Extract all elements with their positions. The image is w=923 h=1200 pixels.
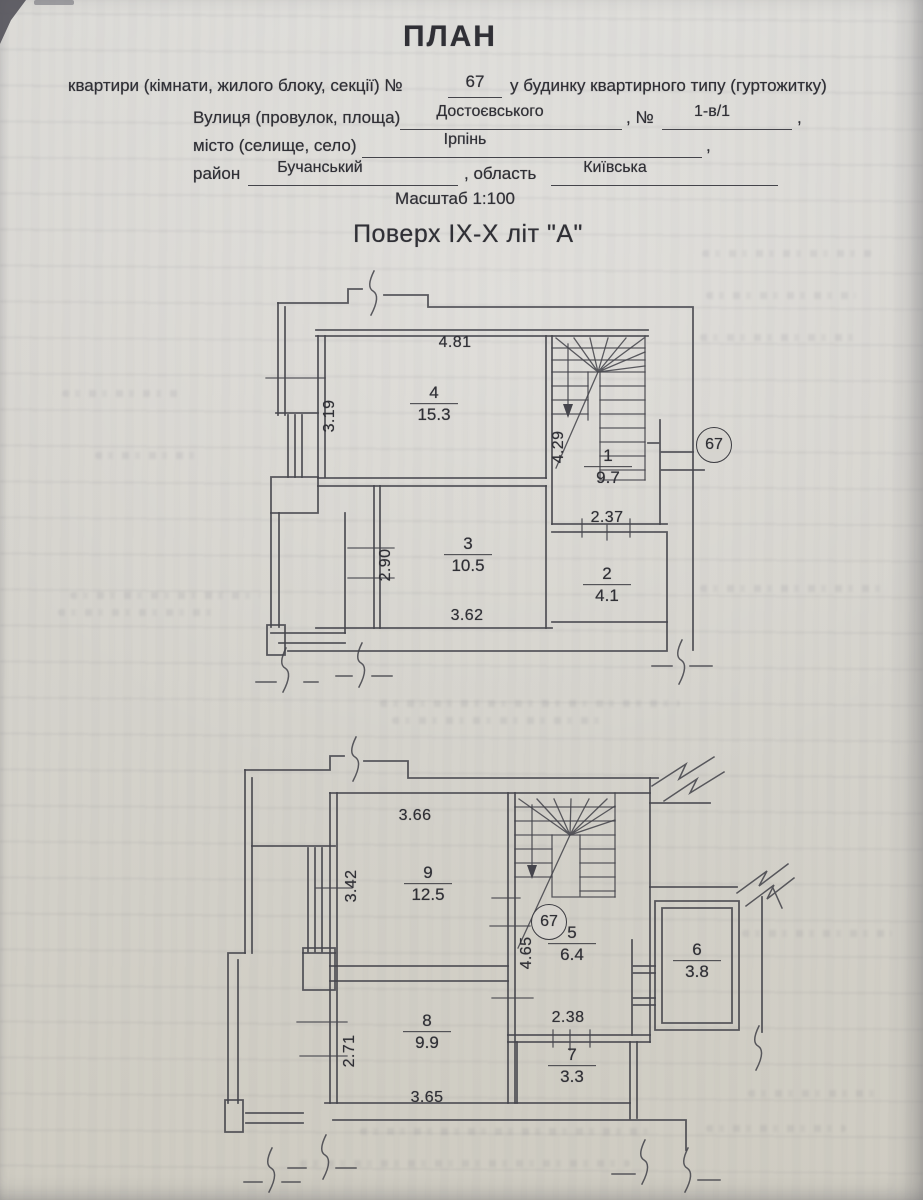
staircase-upper <box>551 335 646 481</box>
dim-4-81: 4.81 <box>438 334 472 351</box>
city-value: Ірпінь <box>443 131 487 148</box>
room-1-label: 1 9.7 <box>584 447 632 487</box>
street-number-value: 1-в/1 <box>693 103 731 120</box>
dim-3-65: 3.65 <box>410 1089 444 1106</box>
floor-title: Поверх IX-X літ "А" <box>353 220 583 248</box>
dim-2-37: 2.37 <box>590 509 624 526</box>
street-number-label: , № <box>626 108 654 127</box>
upper-plan-break-marks <box>255 269 713 694</box>
dim-3-42: 3.42 <box>343 869 360 903</box>
lower-floor-plan <box>224 735 796 1194</box>
staircase-lower <box>514 792 616 949</box>
dim-4-29: 4.29 <box>550 430 567 464</box>
oblast-value: Київська <box>583 159 647 176</box>
room-2-label: 2 4.1 <box>583 565 631 605</box>
room-9-label: 9 12.5 <box>404 864 452 904</box>
dim-3-62: 3.62 <box>450 607 484 624</box>
street-value: Достоєвського <box>436 103 544 120</box>
upper-floor-plan <box>255 269 713 694</box>
lower-plan-opening-ticks <box>296 887 591 1057</box>
document-title: ПЛАН <box>403 20 497 53</box>
street-label: Вулиця (провулок, площа) <box>193 108 401 127</box>
apartment-number-badge-lower: 67 <box>531 904 567 940</box>
room-5-label: 5 6.4 <box>548 924 596 964</box>
dim-2-90: 2.90 <box>377 548 394 582</box>
apartment-line-prefix: квартири (кімнати, жилого блоку, секції)… <box>68 76 403 95</box>
dim-4-65: 4.65 <box>518 936 535 970</box>
apartment-number-value: 67 <box>465 72 485 91</box>
dim-2-38: 2.38 <box>551 1009 585 1026</box>
room-7-label: 7 3.3 <box>548 1046 596 1086</box>
upper-plan-opening-ticks <box>265 377 631 579</box>
district-value: Бучанський <box>277 159 363 176</box>
dim-3-66: 3.66 <box>398 807 432 824</box>
district-label: район <box>193 164 241 183</box>
scale-label: Масштаб 1:100 <box>395 189 515 208</box>
room-8-label: 8 9.9 <box>403 1012 451 1052</box>
room-6-label: 6 3.8 <box>673 941 721 981</box>
apartment-number-underline <box>448 97 502 98</box>
dim-2-71: 2.71 <box>341 1034 358 1068</box>
dim-3-19: 3.19 <box>321 399 338 433</box>
apartment-number-badge-upper: 67 <box>696 427 732 463</box>
city-label: місто (селище, село) <box>193 136 357 155</box>
lower-plan-break-marks <box>243 735 796 1194</box>
room-3-label: 3 10.5 <box>444 535 492 575</box>
apartment-line-suffix: у будинку квартирного типу (гуртожитку) <box>510 76 827 95</box>
oblast-label: , область <box>464 164 537 183</box>
room-4-label: 4 15.3 <box>410 384 458 424</box>
